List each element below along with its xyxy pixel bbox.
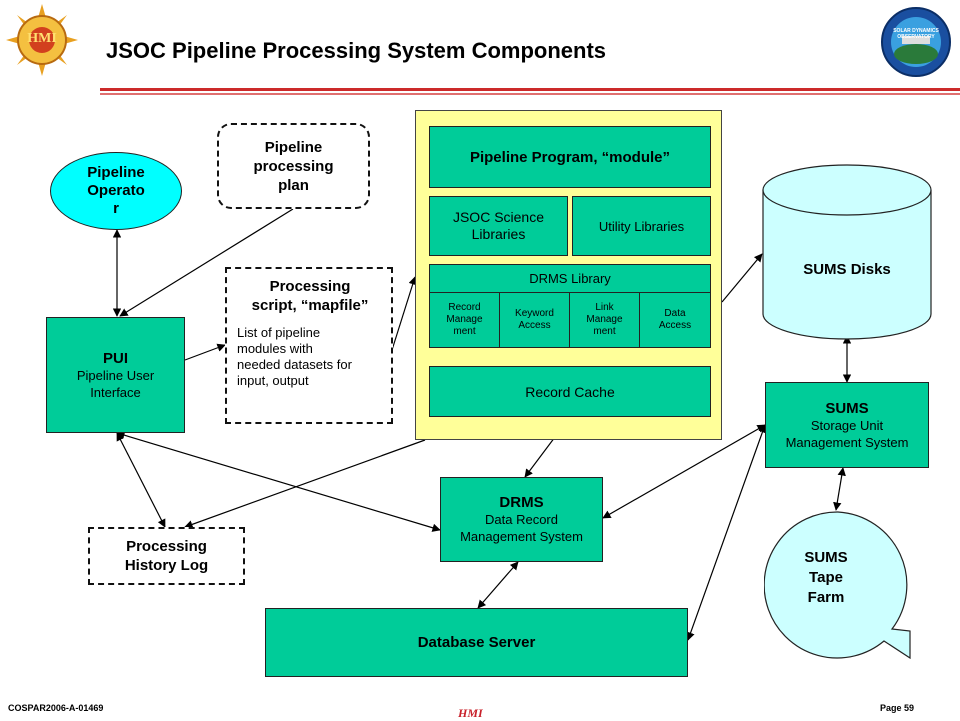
sums-disks-label: SUMS Disks [803, 261, 891, 278]
pipeline-plan-label: Pipeline processing plan [253, 138, 334, 194]
database-server: Database Server [265, 608, 688, 677]
pipeline-operator-label: Pipeline Operato r [87, 164, 145, 217]
pipeline-plan: Pipeline processing plan [217, 123, 370, 209]
sums-disks: SUMS Disks [762, 164, 932, 340]
pipeline-program: Pipeline Program, “module” [429, 126, 711, 188]
keyword-access-cell: Keyword Access [499, 292, 570, 348]
sums-subtitle: Storage Unit Management System [785, 417, 909, 450]
drms-title: DRMS [499, 494, 544, 511]
record-cache-label: Record Cache [525, 383, 615, 400]
record-management-label: Record Manage ment [446, 302, 483, 337]
footer-document-id: COSPAR2006-A-01469 [8, 703, 104, 713]
pui-box: PUI Pipeline User Interface [46, 317, 185, 433]
drms-box: DRMS Data Record Management System [440, 477, 603, 562]
sdo-logo: SOLAR DYNAMICS OBSERVATORY [880, 6, 952, 78]
pui-subtitle: Pipeline User Interface [76, 367, 155, 400]
utility-libraries-label: Utility Libraries [598, 218, 685, 234]
processing-script: Processing script, “mapfile” List of pip… [225, 267, 393, 424]
drms-subtitle: Data Record Management System [460, 512, 583, 544]
record-management-cell: Record Manage ment [429, 292, 500, 348]
page-title: JSOC Pipeline Processing System Componen… [106, 38, 607, 63]
jsoc-science-libraries: JSOC Science Libraries [429, 196, 568, 256]
sums-box: SUMS Storage Unit Management System [765, 382, 929, 468]
database-server-label: Database Server [417, 634, 536, 651]
sums-tape-farm-label: SUMS Tape Farm [804, 549, 848, 606]
jsoc-science-label: JSOC Science Libraries [452, 209, 545, 242]
processing-script-title: Processing script, “mapfile” [251, 278, 369, 314]
sdo-logo-text: SOLAR DYNAMICS OBSERVATORY [893, 28, 939, 40]
pui-title: PUI [102, 349, 128, 367]
tape-reel-shape [763, 511, 911, 660]
pipeline-operator: Pipeline Operato r [50, 152, 182, 230]
data-access-cell: Data Access [639, 292, 711, 348]
utility-libraries: Utility Libraries [572, 196, 711, 256]
footer-hmi-mark: HMI [458, 706, 483, 720]
link-management-label: Link Manage ment [586, 302, 623, 337]
processing-script-body: List of pipeline modules with needed dat… [237, 325, 352, 388]
hmi-logo-text: HMI [27, 31, 57, 46]
processing-history-log: Processing History Log [88, 527, 245, 585]
link-management-cell: Link Manage ment [569, 292, 640, 348]
record-cache: Record Cache [429, 366, 711, 417]
hmi-logo: HMI [6, 4, 78, 76]
keyword-access-label: Keyword Access [515, 308, 554, 331]
sums-tape-farm: SUMS Tape Farm [763, 511, 912, 660]
sums-title: SUMS [825, 399, 869, 417]
footer-page-number: Page 59 [880, 703, 915, 713]
pipeline-program-label: Pipeline Program, “module” [469, 148, 671, 166]
drms-library-label: DRMS Library [529, 271, 611, 286]
title-rule-secondary [100, 93, 960, 95]
title-rule [100, 88, 960, 91]
sums-disks-cylinder [762, 164, 932, 340]
data-access-label: Data Access [658, 308, 692, 331]
history-log-label: Processing History Log [124, 538, 209, 574]
